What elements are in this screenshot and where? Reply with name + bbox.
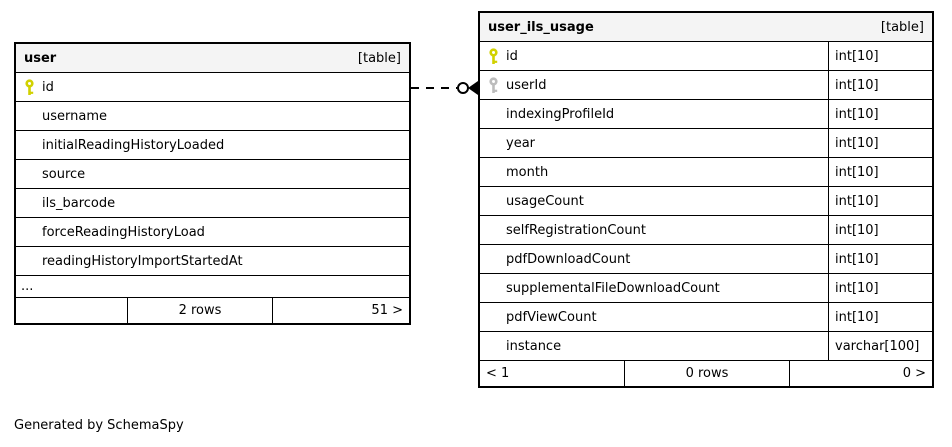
column-row-indexingProfileId: indexingProfileId int[10] — [480, 100, 932, 129]
table-user-footer: 2 rows 51 > — [16, 298, 409, 323]
table-name[interactable]: user — [24, 50, 57, 66]
column-row-month: month int[10] — [480, 158, 932, 187]
footer-children: 0 > — [902, 366, 926, 381]
column-name: id — [506, 48, 518, 64]
table-user[interactable]: user [table] id username initialReadingH… — [14, 42, 411, 325]
column-name: supplementalFileDownloadCount — [506, 280, 720, 296]
column-row-supplementalFileDownloadCount: supplementalFileDownloadCount int[10] — [480, 274, 932, 303]
column-row-forceReadingHistoryLoad: forceReadingHistoryLoad — [16, 218, 409, 247]
primary-key-icon — [16, 78, 42, 96]
column-row-selfRegistrationCount: selfRegistrationCount int[10] — [480, 216, 932, 245]
column-row-id: id int[10] — [480, 42, 932, 71]
column-name: month — [506, 164, 549, 180]
primary-key-icon — [480, 47, 506, 65]
column-type: int[10] — [828, 187, 932, 215]
column-row-initialReadingHistoryLoaded: initialReadingHistoryLoaded — [16, 131, 409, 160]
generator-note: Generated by SchemaSpy — [14, 418, 184, 433]
column-name: username — [42, 108, 107, 124]
column-type: int[10] — [828, 100, 932, 128]
column-row-id: id — [16, 73, 409, 102]
foreign-key-icon — [480, 76, 506, 94]
truncated-columns-indicator: ... — [16, 276, 409, 298]
column-row-username: username — [16, 102, 409, 131]
column-name: instance — [506, 338, 562, 354]
footer-children: 51 > — [371, 303, 403, 318]
column-name: initialReadingHistoryLoaded — [42, 137, 225, 153]
column-name: year — [506, 135, 536, 151]
column-name: id — [42, 79, 54, 95]
column-type: int[10] — [828, 274, 932, 302]
column-name: ils_barcode — [42, 195, 116, 211]
column-type: int[10] — [828, 245, 932, 273]
column-row-pdfViewCount: pdfViewCount int[10] — [480, 303, 932, 332]
table-user-header[interactable]: user [table] — [16, 44, 409, 73]
column-row-pdfDownloadCount: pdfDownloadCount int[10] — [480, 245, 932, 274]
column-name: pdfDownloadCount — [506, 251, 631, 267]
column-name: source — [42, 166, 86, 182]
column-row-readingHistoryImportStartedAt: readingHistoryImportStartedAt — [16, 247, 409, 276]
column-row-usageCount: usageCount int[10] — [480, 187, 932, 216]
table-user-ils-usage-header[interactable]: user_ils_usage [table] — [480, 13, 932, 42]
column-name: usageCount — [506, 193, 584, 209]
table-name[interactable]: user_ils_usage — [488, 19, 594, 35]
column-type: int[10] — [828, 71, 932, 99]
column-name: readingHistoryImportStartedAt — [42, 253, 243, 269]
column-name: selfRegistrationCount — [506, 222, 646, 238]
relationship-line-user-id-to-userid — [411, 81, 478, 95]
column-name: forceReadingHistoryLoad — [42, 224, 205, 240]
column-row-userId: userId int[10] — [480, 71, 932, 100]
column-type: int[10] — [828, 42, 932, 70]
column-name: indexingProfileId — [506, 106, 615, 122]
column-type: varchar[100] — [828, 332, 932, 360]
column-type: int[10] — [828, 216, 932, 244]
column-row-source: source — [16, 160, 409, 189]
column-type: int[10] — [828, 303, 932, 331]
column-name: userId — [506, 77, 547, 93]
column-row-ils_barcode: ils_barcode — [16, 189, 409, 218]
column-row-instance: instance varchar[100] — [480, 332, 932, 361]
table-type-badge: [table] — [880, 19, 924, 35]
footer-row-count: 2 rows — [127, 298, 273, 323]
column-type: int[10] — [828, 158, 932, 186]
column-row-year: year int[10] — [480, 129, 932, 158]
table-type-badge: [table] — [357, 50, 401, 66]
column-type: int[10] — [828, 129, 932, 157]
column-name: pdfViewCount — [506, 309, 597, 325]
table-user-ils-usage[interactable]: user_ils_usage [table] id int[10] userId… — [478, 11, 934, 388]
footer-row-count: 0 rows — [624, 361, 790, 386]
footer-parents — [16, 298, 127, 323]
footer-parents: < 1 — [486, 366, 510, 381]
table-user-ils-usage-footer: < 1 0 rows 0 > — [480, 361, 932, 386]
